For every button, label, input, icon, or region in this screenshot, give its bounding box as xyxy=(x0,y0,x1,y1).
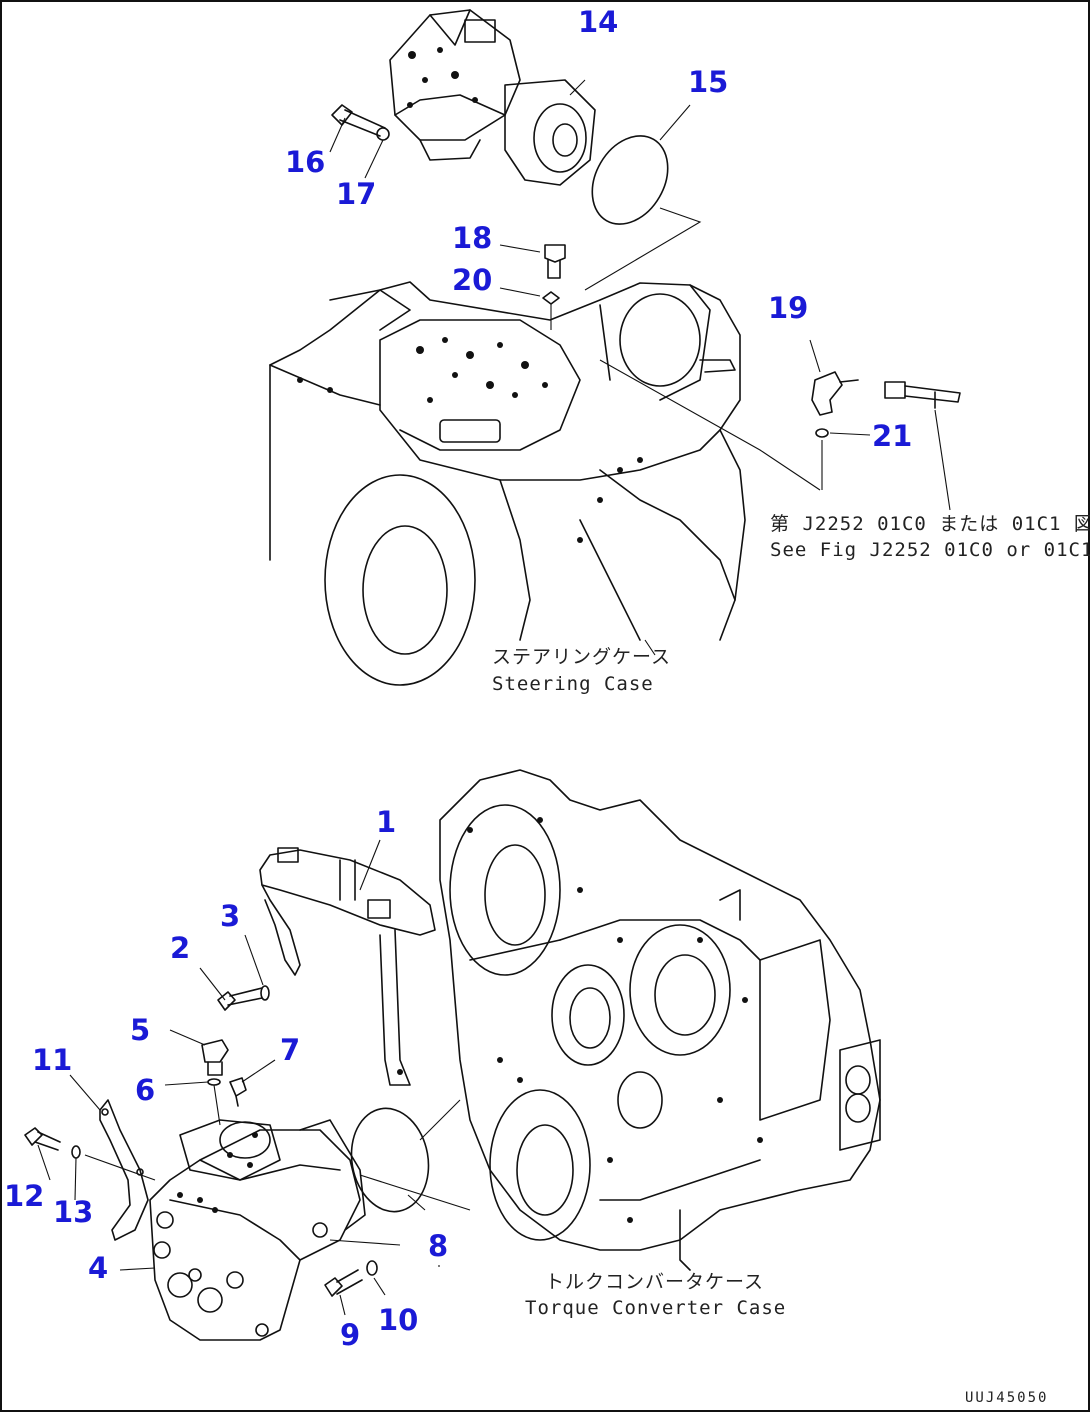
part-2-bolt xyxy=(217,987,263,1011)
callout-17: 17 xyxy=(336,177,376,211)
callout-3: 3 xyxy=(220,899,240,933)
part-10-washer xyxy=(366,1260,378,1276)
callout-20: 20 xyxy=(452,263,492,297)
part-6-o-ring xyxy=(207,1078,221,1086)
part-14-pump xyxy=(389,9,596,186)
callout-12: 12 xyxy=(4,1179,44,1213)
callout-13: 13 xyxy=(53,1195,93,1229)
callout-9: 9 xyxy=(340,1318,360,1352)
reference-note-en: See Fig J2252 01C0 or 01C1 xyxy=(770,539,1090,561)
hose-end xyxy=(884,381,961,409)
steering-case-label-jp: ステアリングケース xyxy=(492,646,671,668)
reference-note-jp: 第 J2252 01C0 または 01C1 図参照 xyxy=(770,513,1090,535)
part-17-washer xyxy=(376,127,390,141)
callout-6: 6 xyxy=(135,1073,155,1107)
part-20-seal xyxy=(542,291,560,305)
callout-19: 19 xyxy=(768,291,808,325)
callout-11: 11 xyxy=(32,1043,72,1077)
part-9-bolt xyxy=(324,1269,363,1297)
callout-4: 4 xyxy=(88,1251,108,1285)
callout-10: 10 xyxy=(378,1303,418,1337)
part-13-washer xyxy=(71,1145,81,1159)
callout-2: 2 xyxy=(170,931,190,965)
part-1-bracket xyxy=(259,847,436,1086)
part-21-seal xyxy=(815,428,829,438)
part-8-gasket xyxy=(350,1107,430,1213)
callout-14: 14 xyxy=(578,5,618,39)
part-19-elbow xyxy=(811,371,859,416)
part-16-bolt xyxy=(331,104,386,137)
torque-converter-label-en: Torque Converter Case xyxy=(525,1297,786,1319)
steering-case xyxy=(269,281,746,686)
part-4-valve xyxy=(149,1119,366,1341)
callout-7: 7 xyxy=(280,1033,300,1067)
part-7-fitting xyxy=(229,1077,247,1107)
part-12-bolt xyxy=(24,1127,61,1151)
callout-1: 1 xyxy=(376,805,396,839)
callout-16: 16 xyxy=(285,145,325,179)
part-11-clip xyxy=(99,1099,149,1241)
part-18-fitting xyxy=(544,244,566,279)
part-15-o-ring xyxy=(591,135,669,225)
callout-8: 8 xyxy=(428,1229,448,1263)
part-3-washer xyxy=(260,985,270,1001)
callout-5: 5 xyxy=(130,1013,150,1047)
callout-15: 15 xyxy=(688,65,728,99)
steering-case-label-en: Steering Case xyxy=(492,673,654,695)
callout-21: 21 xyxy=(872,419,912,453)
callout-18: 18 xyxy=(452,221,492,255)
drawing-code: UUJ45050 xyxy=(965,1390,1048,1406)
torque-converter-label-jp: トルクコンバータケース xyxy=(545,1271,764,1293)
torque-converter-case xyxy=(439,769,881,1271)
top-leaders xyxy=(329,79,951,656)
part-5-plug xyxy=(201,1039,229,1076)
bottom-leaders xyxy=(37,839,471,1316)
